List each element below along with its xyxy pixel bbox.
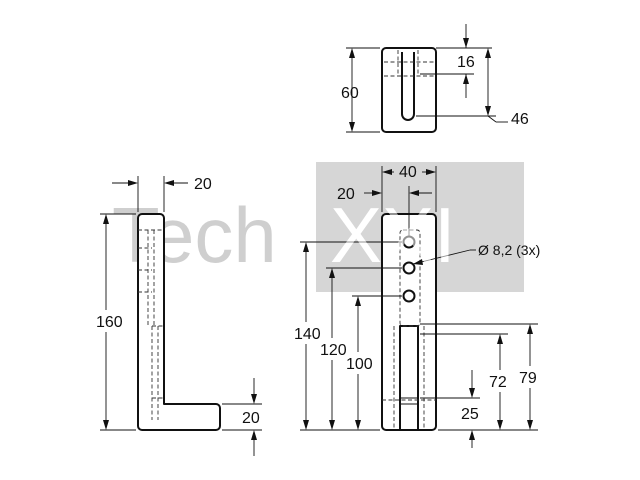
dim-slot-width xyxy=(420,24,492,98)
dim-hole-offset xyxy=(364,186,432,236)
dim-hole-3 xyxy=(355,296,361,430)
side-view-outline xyxy=(137,213,221,431)
dim-hole-1-label: 140 xyxy=(294,326,321,343)
dim-top-height xyxy=(346,47,380,133)
front-view-hidden-plate xyxy=(399,229,421,327)
dim-slot-bottom-label: 25 xyxy=(461,406,479,423)
dim-side-foot xyxy=(222,378,262,456)
front-hole-3 xyxy=(402,289,416,303)
dim-front-width xyxy=(381,166,437,212)
dim-side-thickness-label: 20 xyxy=(194,176,212,193)
dim-top-height-label: 60 xyxy=(341,85,359,102)
dim-slot-top-label: 79 xyxy=(519,370,537,387)
dim-hole-2-label: 120 xyxy=(320,342,347,359)
dim-slot-depth xyxy=(416,48,508,123)
side-view: 20 160 20 xyxy=(96,176,262,456)
front-view-slot xyxy=(399,325,419,431)
front-hole-1 xyxy=(402,235,416,249)
dim-slot-depth-label: 46 xyxy=(511,111,529,128)
dim-front-width-label: 40 xyxy=(399,164,417,181)
top-view: 60 16 46 xyxy=(341,24,529,133)
dim-side-height-label: 160 xyxy=(96,314,123,331)
dim-side-foot-label: 20 xyxy=(242,410,260,427)
watermark-overlay: XXI xyxy=(330,191,456,279)
dim-side-thickness xyxy=(112,176,188,212)
dim-slot-mid xyxy=(497,334,503,430)
dim-slot-mid-label: 72 xyxy=(489,374,507,391)
dim-hole-3-label: 100 xyxy=(346,356,373,373)
dim-slot-bottom xyxy=(469,370,475,448)
dim-hole-offset-label: 20 xyxy=(337,186,355,203)
dim-hole-1 xyxy=(303,242,309,430)
top-view-slot xyxy=(401,52,415,121)
hole-note: Ø 8,2 (3x) xyxy=(478,242,540,258)
dim-slot-top xyxy=(527,324,533,430)
watermark-text-left: Tech xyxy=(112,191,277,279)
front-view: 40 20 Ø 8,2 (3x) 140 xyxy=(294,164,540,448)
front-hole-2 xyxy=(402,261,416,275)
dim-hole-2 xyxy=(329,268,335,430)
dim-side-height xyxy=(100,213,136,431)
dim-slot-width-label: 16 xyxy=(457,54,475,71)
